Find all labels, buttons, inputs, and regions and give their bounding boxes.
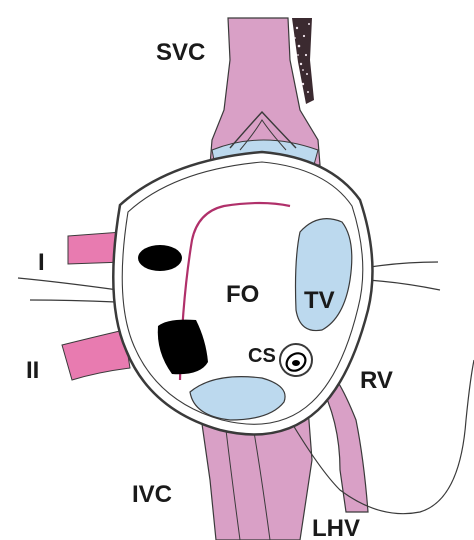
- label-lhv: LHV: [312, 515, 360, 540]
- orifice-vein-i: [138, 245, 182, 271]
- label-ii: II: [26, 357, 39, 384]
- right-edge-lines: [364, 262, 440, 290]
- label-rv: RV: [360, 367, 393, 394]
- left-edge-lines: [18, 278, 118, 302]
- label-cs: CS: [248, 345, 276, 367]
- label-tv: TV: [304, 287, 335, 314]
- label-i: I: [38, 249, 45, 276]
- pulmonary-vein-ii: [62, 330, 130, 380]
- label-svc: SVC: [156, 39, 205, 66]
- label-ivc: IVC: [132, 481, 172, 508]
- label-fo: FO: [226, 281, 259, 308]
